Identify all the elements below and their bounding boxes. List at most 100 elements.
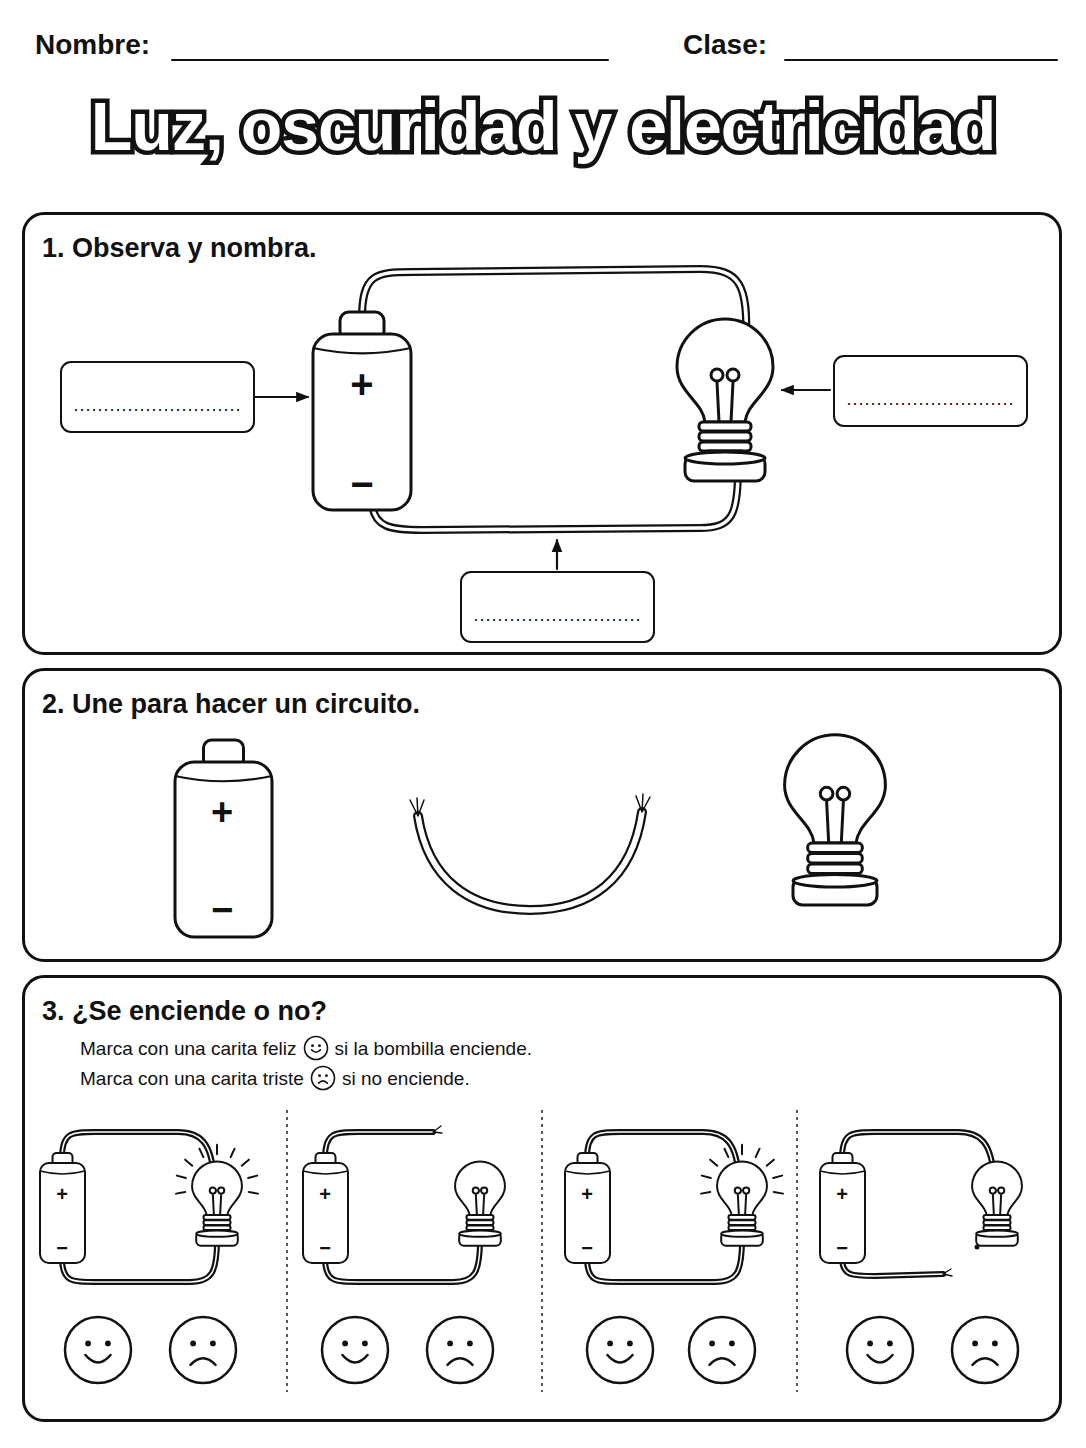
face-mouth [342, 1355, 367, 1362]
light-bulb [785, 735, 886, 905]
face-eye [318, 1075, 321, 1078]
face-eye [362, 1340, 368, 1346]
bulb-filament [213, 1194, 221, 1215]
sad-face [311, 1067, 334, 1090]
terminal-sign: − [319, 1238, 331, 1258]
battery-symbol [40, 1153, 85, 1263]
face-mouth [190, 1358, 215, 1365]
face-eye [190, 1340, 196, 1346]
face-icon [303, 1035, 329, 1061]
bulb-glass [717, 1161, 767, 1215]
sad-face [427, 1317, 493, 1383]
face-eye [342, 1340, 348, 1346]
face-eye [318, 1045, 321, 1048]
face-mouth [447, 1358, 472, 1365]
bulb-filament-loop [210, 1187, 216, 1193]
light-ray [231, 1149, 235, 1157]
label-slot: + [211, 793, 233, 831]
battery-symbol [303, 1153, 348, 1263]
battery-body [40, 1163, 85, 1263]
terminal-sign: + [836, 1184, 848, 1204]
wire-outline [325, 1132, 433, 1158]
label-slot: + [319, 1184, 331, 1204]
bulb-screw-thread [728, 1215, 755, 1220]
label-slot: − [319, 1238, 331, 1258]
bulb-filament-loop [218, 1187, 224, 1193]
bulb-screw-thread [728, 1220, 755, 1225]
bulb-filament-loop [481, 1187, 487, 1193]
instruction-row: Marca con una carita tristesi no enciend… [80, 1065, 1059, 1091]
face-eye [85, 1340, 91, 1346]
bulb-glass [455, 1161, 505, 1215]
blank-line: ............................ [473, 606, 641, 624]
bulb-screw-thread [203, 1215, 230, 1220]
face-outline [847, 1317, 913, 1383]
light-ray [701, 1192, 710, 1194]
light-ray [177, 1176, 186, 1178]
battery-body [565, 1163, 610, 1263]
bulb-filament [827, 801, 844, 843]
light-ray [249, 1192, 258, 1194]
bulb-filament-loop [711, 369, 723, 381]
battery-symbol [313, 312, 411, 510]
leader-arrow [254, 396, 308, 398]
class-line [785, 59, 1057, 61]
happy-face [322, 1317, 388, 1383]
section-panel: ........................................… [22, 212, 1062, 655]
light-ray [767, 1160, 774, 1166]
face-outline [304, 1037, 327, 1060]
light-ray [756, 1149, 760, 1157]
section-heading: 1. Observa y nombra. [42, 232, 317, 264]
sad-face [689, 1317, 755, 1383]
blank-line: ............................ [846, 390, 1014, 408]
instruction-text: Marca con una carita feliz [80, 1036, 297, 1062]
bulb-filament-loop [820, 787, 833, 800]
battery-body [175, 762, 272, 937]
face-outline [170, 1317, 236, 1383]
happy-face [304, 1037, 327, 1060]
face-eye [447, 1340, 453, 1346]
light-bulb [972, 1161, 1022, 1245]
light-ray [216, 1145, 218, 1154]
instruction-text: si la bombilla enciende. [335, 1036, 533, 1062]
terminal-sign: + [350, 364, 373, 404]
answer-box: ............................ [833, 355, 1028, 427]
bulb-filament [993, 1194, 1001, 1215]
wire-outline [372, 470, 738, 530]
face-outline [689, 1317, 755, 1383]
light-ray [774, 1192, 783, 1194]
bulb-holder-top [459, 1231, 501, 1237]
bulb-filament [738, 1194, 746, 1215]
terminal-sign: + [319, 1184, 331, 1204]
terminal-sign: + [211, 793, 233, 831]
face-outline [952, 1317, 1018, 1383]
face-eye [607, 1340, 613, 1346]
bulb-glass [192, 1161, 242, 1215]
light-ray [773, 1176, 782, 1178]
label-slot: − [350, 464, 373, 504]
face-mouth [867, 1355, 892, 1362]
terminal-sign: − [211, 891, 233, 929]
battery-rim [303, 1171, 348, 1174]
section-panel: 3. ¿Se enciende o no? Marca con una carit… [22, 975, 1062, 1422]
light-bulb [701, 1145, 783, 1246]
wire-outline [418, 812, 642, 910]
field-label: Nombre: [35, 31, 150, 59]
face-eye [311, 1045, 314, 1048]
light-ray [741, 1145, 743, 1154]
bulb-terminal [975, 1245, 980, 1250]
bulb-screw-thread [983, 1215, 1010, 1220]
battery-symbol [565, 1153, 610, 1263]
face-eye [467, 1340, 473, 1346]
face-eye [887, 1340, 893, 1346]
light-ray [724, 1149, 728, 1157]
label-slot: − [211, 891, 233, 929]
happy-face [65, 1317, 131, 1383]
wire-core [372, 470, 738, 530]
battery-body [313, 334, 411, 510]
answer-box: ............................ [460, 571, 655, 643]
bulb-filament-loop [473, 1187, 479, 1193]
face-eye [729, 1340, 735, 1346]
face-eye [325, 1075, 328, 1078]
section-heading: 3. ¿Se enciende o no? [42, 995, 327, 1027]
